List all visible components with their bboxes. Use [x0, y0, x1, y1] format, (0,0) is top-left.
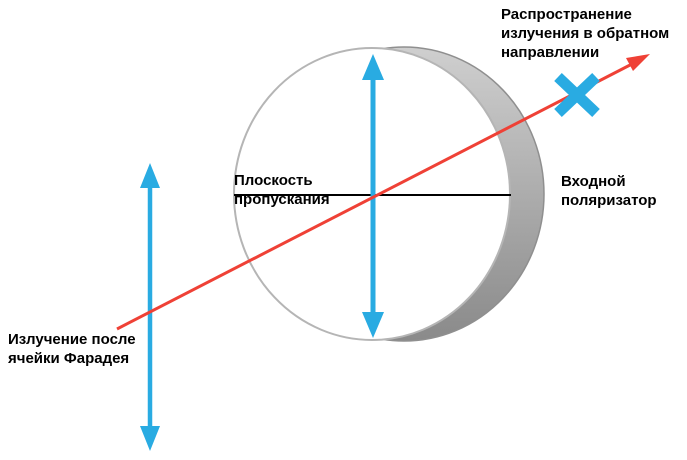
beam-arrow — [116, 54, 650, 331]
polarization-arrow — [140, 163, 160, 451]
blocked-cross-icon — [554, 73, 600, 117]
label-back-propagation: Распространение излучения в обратном нап… — [501, 6, 670, 61]
label-input-polarizer: Входной поляризатор — [561, 173, 657, 209]
label-transmission-plane: Плоскость пропускания — [234, 172, 330, 208]
label-radiation-after-faraday: Излучение после ячейки Фарадея — [8, 331, 136, 367]
